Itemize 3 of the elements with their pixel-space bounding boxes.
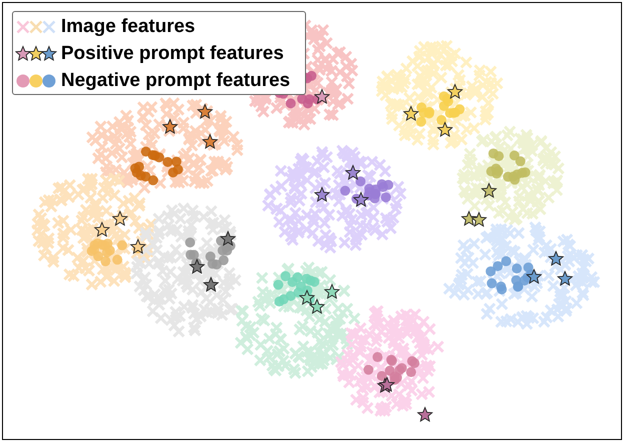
legend-label: Positive prompt features xyxy=(61,43,284,65)
legend-label: Image features xyxy=(61,16,196,38)
legend-label: Negative prompt features xyxy=(61,70,290,92)
